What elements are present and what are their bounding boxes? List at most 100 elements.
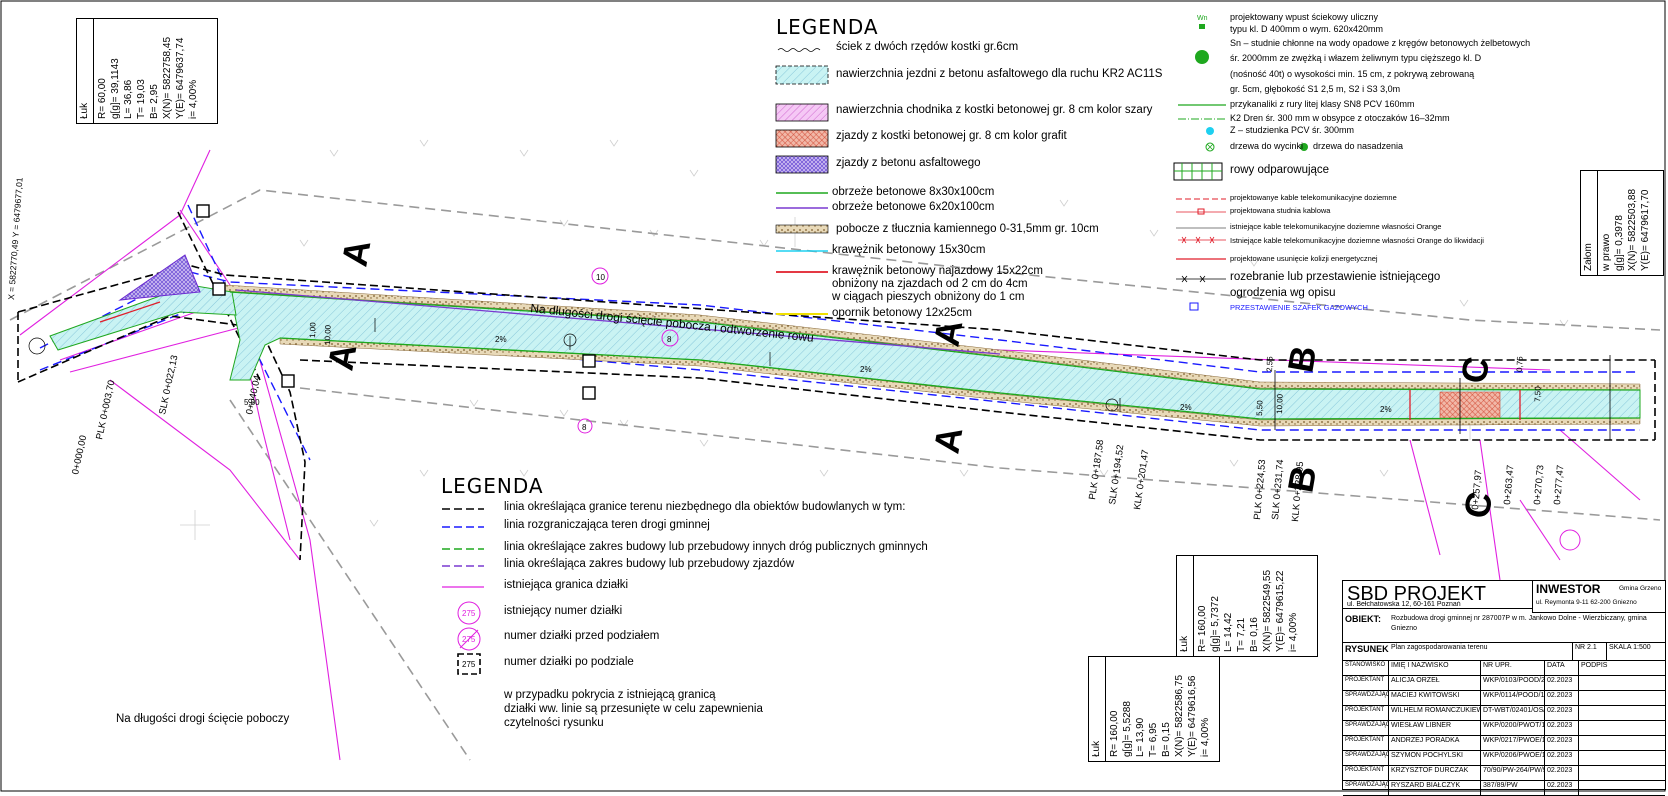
right-legend-0: projektowany wpust ściekowy uliczny <box>1230 12 1379 22</box>
table-cell: SPRAWDZAJĄCY <box>1343 721 1389 736</box>
table-cell <box>1579 766 1665 781</box>
station-11: 0+263,47 <box>1502 465 1516 506</box>
gravel-shoulder-south <box>279 337 1641 427</box>
table-cell: 02.2023 <box>1545 751 1579 766</box>
bottom-legend-item-1: linia rozgraniczająca teren drogi gminne… <box>504 519 710 531</box>
top-legend-symbols <box>775 48 829 315</box>
table-cell: WKP/0217/PWOE/16 <box>1481 736 1545 751</box>
table-cell: PROJEKTANT <box>1343 676 1389 691</box>
drawing-text: Plan zagospodarowania terenu <box>1389 643 1573 661</box>
table-cell: KRZYSZTOF DURCZAK <box>1389 766 1481 781</box>
bottom-legend-note-1: działki ww. linie są przesunięte w celu … <box>504 703 763 715</box>
station-1: PLK 0+003,70 <box>94 379 117 440</box>
table-header-cell: DATA <box>1545 661 1579 676</box>
table-header-cell: PODPIS <box>1579 661 1665 676</box>
table-cell <box>1579 721 1665 736</box>
bottom-note: Na długości drogi ścięcie poboczy <box>116 713 289 725</box>
width-2: 1,00 <box>308 322 318 338</box>
table-cell: WKP/0200/PWOT/11 <box>1481 721 1545 736</box>
table-header-cell: NR UPR. <box>1481 661 1545 676</box>
angle-box-l3: Y(E)= 6479617,70 <box>1640 189 1651 271</box>
right-legend-6: przykanaliki z rury litej klasy SN8 PCV … <box>1230 99 1415 109</box>
curve-box-1-title: Łuk <box>79 102 90 119</box>
table-cell: WIESŁAW LIBNER <box>1389 721 1481 736</box>
right-legend-5: gr. 5cm, głębokość S1 2,5 m, S2 i S3 3,0… <box>1230 84 1401 94</box>
bottom-legend-item-6: numer działki przed podziałem <box>504 630 660 642</box>
company-address: ul. Bełchatowska 12, 60-161 Poznań <box>1343 601 1533 613</box>
curve-box-2-l7: i= 4,00% <box>1288 612 1299 652</box>
angle-box-l1: g[g]= 0,3978 <box>1614 215 1625 271</box>
top-legend-item-0: ściek z dwóch rzędów kostki gr.6cm <box>836 41 1019 53</box>
top-legend-item-3: zjazdy z kostki betonowej gr. 8 cm kolor… <box>836 130 1067 142</box>
top-legend-item-5: obrzeże betonowe 8x30x100cm <box>832 186 995 198</box>
bottom-legend-note-0: w przypadku pokrycia z istniejącą granic… <box>504 689 716 701</box>
angle-box: Załom w prawo g[g]= 0,3978 X(N)= 5822503… <box>1580 170 1664 276</box>
curve-box-2-l2: L= 14,42 <box>1223 612 1234 652</box>
right-legend-12: projektowanye kable telekomunikacyjne do… <box>1230 193 1397 202</box>
angle-box-l2: X(N)= 5822503,88 <box>1627 188 1638 271</box>
bottom-legend-item-0: linia określająca granice terenu niezbęd… <box>504 501 906 513</box>
parcel-after-division-boxes <box>196 204 596 400</box>
station-10: 0+257,97 <box>1470 470 1484 511</box>
coord-label: X = 5822770,49 Y = 6479677,01 <box>6 177 25 300</box>
right-legend-10: drzewa do nasadzenia <box>1313 141 1404 151</box>
curve-box-1-l3: T= 19,03 <box>136 79 147 119</box>
bottom-legend-note-2: czytelności rysunku <box>504 717 604 729</box>
right-legend-1: typu kl. D 400mm o wym. 620x420mm <box>1230 24 1384 34</box>
table-cell: 02.2023 <box>1545 691 1579 706</box>
legend-box-number: 275 <box>462 660 476 669</box>
station-12: 0+270,73 <box>1532 465 1546 506</box>
bottom-legend-item-4: istniejąca granica działki <box>504 579 629 591</box>
table-cell <box>1579 676 1665 691</box>
curve-box-3-l5: X(N)= 5822586,75 <box>1174 674 1185 757</box>
right-legend-3: śr. 2000mm ze zwężką i włazem żeliwnym t… <box>1230 53 1482 63</box>
bottom-legend-symbols <box>442 508 484 675</box>
table-cell: MACIEJ KWITOWSKI <box>1389 691 1481 706</box>
width-3: 2,55 <box>1265 356 1275 372</box>
legend-crossed-number: 275 <box>462 635 476 644</box>
bottom-legend-item-7: numer działki po podziale <box>504 656 634 668</box>
right-legend-9: drzewa do wycinki <box>1230 141 1304 151</box>
top-legend-item-10: obniżony na zjazdach od 2 cm do 4cm <box>832 278 1028 290</box>
right-legend-17: rozebranie lub przestawienie istniejąceg… <box>1230 271 1441 283</box>
investor-label: INWESTOR <box>1533 581 1665 613</box>
curve-box-3-l6: Y(E)= 6479616,56 <box>1187 675 1198 757</box>
curve-box-3-l1: g[g]= 5,5288 <box>1122 701 1133 757</box>
curve-box-2-title: Łuk <box>1179 635 1190 652</box>
station-9: KLK 0+238,95 <box>1290 461 1306 522</box>
right-legend-4: (nośność 40t) o wysokości min. 15 cm, z … <box>1230 69 1475 79</box>
title-block: SBD PROJEKT ul. Bełchatowska 12, 60-161 … <box>1342 580 1666 796</box>
right-legend-7: K2 Dren śr. 300 mm w obsypce z otoczaków… <box>1230 113 1450 123</box>
bottom-legend-item-3: linia określająca zakres budowy lub prze… <box>504 558 795 570</box>
legend-circle-number: 275 <box>462 609 476 618</box>
curve-box-2-l3: T= 7,21 <box>1236 617 1247 652</box>
angle-box-title: Załom <box>1583 243 1594 271</box>
parcel-10-label: 10 <box>596 273 605 282</box>
table-cell: PROJEKTANT <box>1343 736 1389 751</box>
parcel-8-label: 8 <box>667 335 672 344</box>
table-cell <box>1579 706 1665 721</box>
table-cell: SZYMON POCHYLSKI <box>1389 751 1481 766</box>
top-legend-title: LEGENDA <box>776 15 879 39</box>
table-cell: 02.2023 <box>1545 721 1579 736</box>
table-cell: WILHELM ROMANCZUKIEWICZ <box>1389 706 1481 721</box>
table-cell: WKP/0103/POOD/20 <box>1481 676 1545 691</box>
width-5: 10,00 <box>1275 393 1285 414</box>
table-cell: 02.2023 <box>1545 766 1579 781</box>
slope-1: 2% <box>860 365 872 374</box>
curve-box-2-l5: X(N)= 5822549,55 <box>1262 569 1273 652</box>
table-cell: 02.2023 <box>1545 706 1579 721</box>
top-legend-item-11: w ciągach pieszych obniżony do 1 cm <box>832 291 1025 303</box>
top-legend-item-2: nawierzchnia chodnika z kostki betonowej… <box>836 104 1153 116</box>
right-legend-2: Sn – studnie chłonne na wody opadowe z k… <box>1230 38 1531 48</box>
sidewalk-island <box>118 254 201 301</box>
curve-box-3-l3: T= 6,95 <box>1148 722 1159 757</box>
slope-2: 2% <box>1180 403 1192 412</box>
table-cell <box>1579 691 1665 706</box>
top-legend-item-7: pobocze z tłucznia kamiennego 0-31,5mm g… <box>836 223 1099 235</box>
right-legend-18: ogrodzenia wg opisu <box>1230 287 1336 299</box>
bottom-legend-title: LEGENDA <box>441 474 544 498</box>
investor-name: Gmina Grzeno <box>1619 585 1662 592</box>
width-0: 5,50 <box>244 398 260 407</box>
parcel-8b-label: 8 <box>582 423 587 432</box>
